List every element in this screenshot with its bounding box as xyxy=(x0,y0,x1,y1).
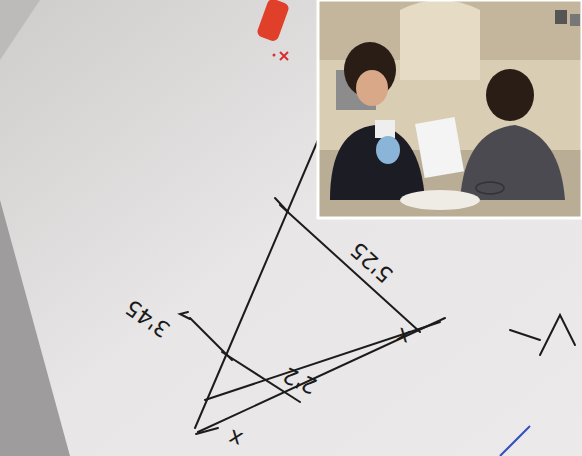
photo-stage: 5'252'2xx3'45 xyxy=(0,0,582,456)
